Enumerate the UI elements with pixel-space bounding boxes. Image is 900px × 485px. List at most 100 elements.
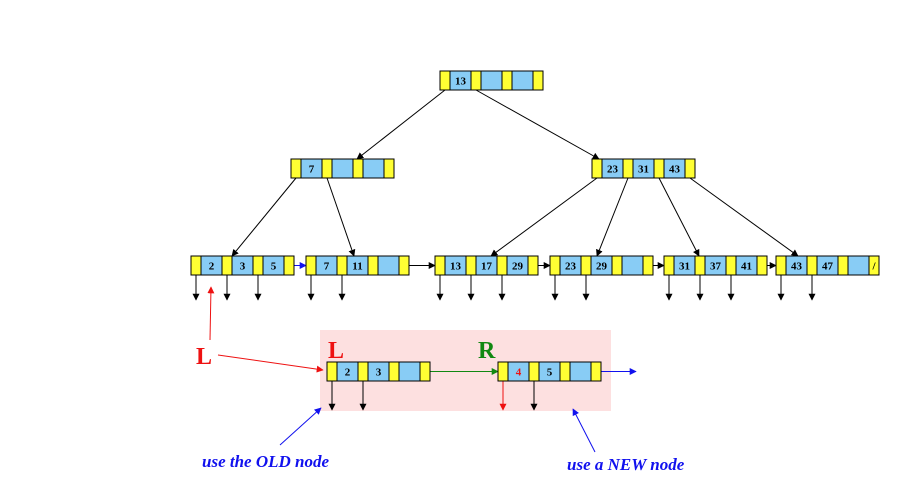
- pointer-cell: [470, 70, 482, 91]
- pointer-cell: [357, 361, 369, 382]
- key-cell: [398, 361, 421, 382]
- key-value: 31: [638, 164, 649, 176]
- pointer-cell: [221, 255, 233, 276]
- key-value: 13: [455, 76, 467, 88]
- pointer-cell: [465, 255, 477, 276]
- pointer-cell: [549, 255, 561, 276]
- pointer-cell: [321, 158, 333, 179]
- pointer-cell: [837, 255, 849, 276]
- leaf-node: 23 29: [549, 255, 654, 276]
- key-value: 3: [240, 261, 246, 273]
- key-cell: [331, 158, 354, 179]
- pointer-cell: [496, 255, 508, 276]
- pointer-cell: [663, 255, 675, 276]
- key-cell: [480, 70, 503, 91]
- tree-edge: [689, 177, 799, 257]
- pointer-cell: [352, 158, 364, 179]
- tree-edge: [658, 177, 700, 257]
- key-value: 31: [679, 261, 690, 273]
- internal-node-left: 7: [290, 158, 395, 179]
- pointer-cell: [580, 255, 592, 276]
- pointer-cell: [367, 255, 379, 276]
- pointer-cell: [527, 255, 539, 276]
- pointer-cell: [532, 70, 544, 91]
- tree-edge: [490, 177, 598, 257]
- pointer-cell: [290, 158, 302, 179]
- key-value: 7: [309, 164, 315, 176]
- pointer-cell: [501, 70, 513, 91]
- key-value: 2: [209, 261, 215, 273]
- tree-edge: [326, 177, 356, 257]
- pointer-cell: [388, 361, 400, 382]
- key-value: 2: [345, 367, 351, 379]
- key-cell: [362, 158, 385, 179]
- key-cell: [377, 255, 400, 276]
- pointer-cell: [591, 158, 603, 179]
- old-node-caption: use the OLD node: [202, 452, 329, 471]
- key-value: 4: [516, 367, 522, 379]
- new-node-caption: use a NEW node: [567, 455, 685, 474]
- old-node-caption-arrow: [279, 407, 322, 446]
- new-node-caption-arrow: [572, 408, 596, 453]
- key-value: 7: [324, 261, 330, 273]
- tree-edge: [356, 89, 446, 160]
- pointer-cell: [326, 361, 338, 382]
- key-value: 29: [596, 261, 608, 273]
- null-pointer: /: [871, 261, 876, 273]
- key-value: 43: [791, 261, 803, 273]
- pointer-cell: [868, 255, 880, 276]
- pointer-cell: [497, 361, 509, 382]
- key-value: 23: [565, 261, 577, 273]
- pointer-cell: [622, 158, 634, 179]
- pointer-cell: [684, 158, 696, 179]
- pointer-arrow-to-old-node: [217, 354, 324, 373]
- pointer-cell: [559, 361, 571, 382]
- root-node: 13: [439, 70, 544, 91]
- pointer-cell: [611, 255, 623, 276]
- internal-node-right: 23 31 43: [591, 158, 696, 179]
- key-cell: [511, 70, 534, 91]
- pointer-cell: [190, 255, 202, 276]
- tree-edge: [231, 177, 297, 257]
- key-value: 13: [450, 261, 462, 273]
- key-value: 5: [547, 367, 553, 379]
- key-value: 47: [822, 261, 834, 273]
- key-value: 29: [512, 261, 524, 273]
- pointer-cell: [283, 255, 295, 276]
- pointer-cell: [336, 255, 348, 276]
- leaf-node: 2 3 5: [190, 255, 295, 276]
- pointer-cell: [305, 255, 317, 276]
- pointer-cell: [419, 361, 431, 382]
- pointer-cell: [775, 255, 787, 276]
- key-value: 5: [271, 261, 277, 273]
- pointer-cell: [252, 255, 264, 276]
- key-cell: [847, 255, 870, 276]
- pointer-cell: [439, 70, 451, 91]
- key-value: 41: [741, 261, 752, 273]
- key-value: 23: [607, 164, 619, 176]
- new-node-label: R: [478, 338, 496, 364]
- pointer-cell: [756, 255, 768, 276]
- pointer-cell: [806, 255, 818, 276]
- pointer-cell: [725, 255, 737, 276]
- old-node-label: L: [328, 338, 344, 364]
- tree-edge: [475, 89, 600, 160]
- key-value: 3: [376, 367, 382, 379]
- pointer-cell: [434, 255, 446, 276]
- leaf-node: 43 47 /: [775, 255, 880, 276]
- key-cell: [621, 255, 644, 276]
- pointer-cell: [590, 361, 602, 382]
- key-cell: [569, 361, 592, 382]
- tree-edge: [596, 177, 629, 257]
- pointer-cell: [694, 255, 706, 276]
- key-value: 43: [669, 164, 681, 176]
- pointer-cell: [398, 255, 410, 276]
- pointer-label: L: [196, 344, 212, 370]
- pointer-cell: [383, 158, 395, 179]
